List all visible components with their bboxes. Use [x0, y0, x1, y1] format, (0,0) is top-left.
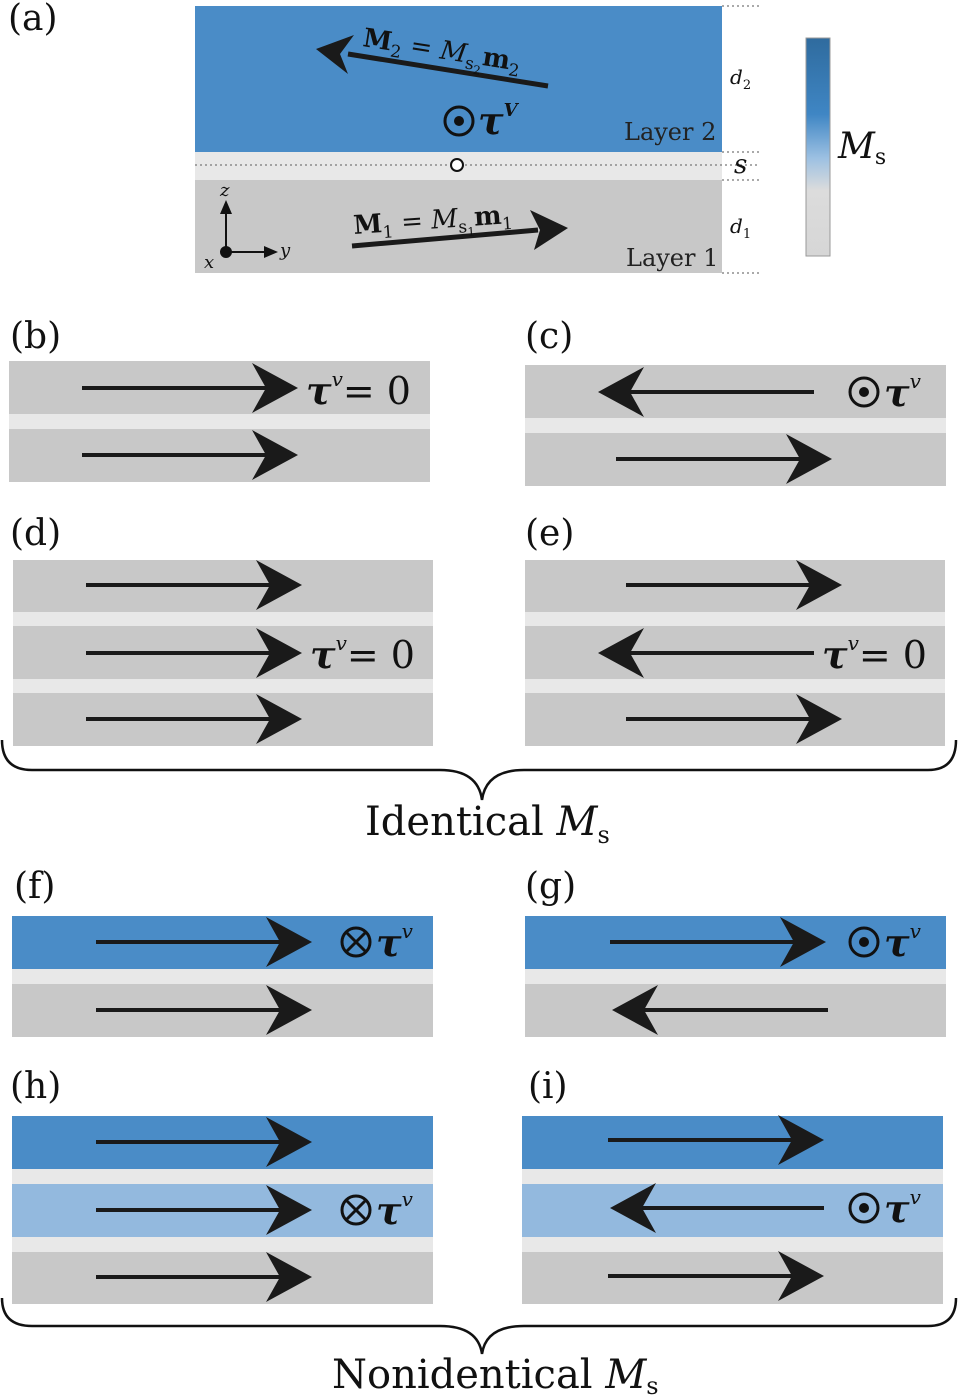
- axes-icon: [220, 200, 278, 258]
- tau-zero-label: τv= 0: [822, 631, 927, 677]
- caption-identical: Identical Ms: [365, 799, 610, 849]
- panel-h: (h) τv: [10, 1066, 433, 1304]
- arrow-right: [626, 694, 842, 744]
- m1-arrow: [351, 210, 568, 250]
- arrow-left: [610, 1183, 824, 1233]
- panel-g: (g) τv: [525, 866, 946, 1037]
- arrow-right: [626, 560, 842, 610]
- tau-label: τv: [884, 369, 922, 415]
- origin-marker: [450, 158, 464, 172]
- arrow-right: [86, 694, 302, 744]
- layer-middle: [522, 1184, 943, 1237]
- spacer: [13, 612, 433, 626]
- tau-label: τv: [884, 1185, 922, 1231]
- spacer: [12, 1237, 433, 1252]
- tau-label: τv: [884, 919, 922, 965]
- axis-y-label: y: [279, 240, 291, 261]
- panel-a-label: (a): [8, 0, 58, 39]
- spacer: [525, 679, 945, 693]
- arrow-left: [598, 628, 814, 678]
- panel-f-label: (f): [14, 866, 55, 907]
- m2-equation: M2 = Ms2m2: [360, 23, 523, 83]
- spacer: [9, 414, 430, 429]
- s-label: s: [734, 150, 747, 180]
- arrow-right: [96, 1252, 312, 1302]
- arrow-right: [86, 628, 302, 678]
- colorbar: [805, 37, 831, 257]
- odot-icon: [443, 105, 475, 137]
- arrow-right: [96, 917, 312, 967]
- brace-nonidentical: [0, 1297, 958, 1355]
- panel-c-label: (c): [525, 316, 573, 357]
- layer2-label: Layer 2: [624, 118, 716, 146]
- tau-label: τv: [376, 919, 414, 965]
- spacer: [522, 1169, 943, 1184]
- otimes-icon: [340, 926, 372, 958]
- arrow-right: [608, 1251, 824, 1301]
- axis-z-label: z: [219, 180, 230, 201]
- tau-label: τv: [376, 1187, 414, 1233]
- panel-e: (e) τv= 0: [525, 513, 945, 746]
- arrow-right: [96, 985, 312, 1035]
- tau-zero-label: τv= 0: [306, 367, 411, 413]
- arrow-right: [96, 1185, 312, 1235]
- arrow-right: [82, 363, 298, 413]
- spacer: [13, 679, 433, 693]
- spacer: [525, 612, 945, 626]
- panel-i: (i) τv: [522, 1066, 943, 1304]
- m2-arrow: [316, 35, 549, 89]
- odot-icon: [848, 1192, 880, 1224]
- panel-e-label: (e): [525, 513, 574, 554]
- layer-top: [522, 1116, 943, 1169]
- arrow-right: [82, 430, 298, 480]
- boundary-lines: [195, 5, 760, 274]
- arrow-right: [610, 917, 826, 967]
- arrow-right: [96, 1117, 312, 1167]
- spacer: [522, 1237, 943, 1252]
- arrow-left: [612, 985, 828, 1035]
- panel-f: (f) τv: [12, 866, 433, 1037]
- brace-identical: [0, 739, 958, 801]
- caption-nonidentical: Nonidentical Ms: [332, 1352, 659, 1396]
- panel-c: (c) τv: [525, 316, 946, 486]
- panel-b-label: (b): [10, 316, 61, 357]
- d2-label: d2: [730, 65, 751, 93]
- panel-i-label: (i): [528, 1066, 568, 1107]
- axis-x-label: x: [204, 252, 214, 273]
- odot-icon: [848, 926, 880, 958]
- tau-zero-label: τv= 0: [310, 631, 415, 677]
- panel-a: (a) M2 = Ms2m2 τV Layer 2: [8, 0, 886, 274]
- otimes-icon: [340, 1194, 372, 1226]
- layer1-rect: [195, 180, 722, 273]
- arrow-left: [598, 367, 814, 417]
- arrow-right: [86, 560, 302, 610]
- arrow-right: [608, 1115, 824, 1165]
- layer1-label: Layer 1: [626, 244, 718, 272]
- layer2-rect: [195, 6, 722, 152]
- d1-label: d1: [730, 214, 751, 242]
- spacer: [12, 969, 433, 984]
- odot-icon: [848, 376, 880, 408]
- panel-b: (b) τv= 0: [9, 316, 430, 482]
- spacer: [525, 418, 946, 433]
- colorbar-label: Ms: [837, 126, 886, 170]
- panel-g-label: (g): [525, 866, 576, 907]
- panel-h-label: (h): [10, 1066, 61, 1107]
- spacer: [12, 1169, 433, 1184]
- tau-label: τV: [478, 98, 520, 143]
- m1-equation: M1 = Ms1m1: [352, 200, 513, 247]
- arrow-right: [616, 434, 832, 484]
- spacer: [525, 969, 946, 984]
- panel-d-label: (d): [10, 513, 61, 554]
- panel-d: (d) τv= 0: [10, 513, 433, 746]
